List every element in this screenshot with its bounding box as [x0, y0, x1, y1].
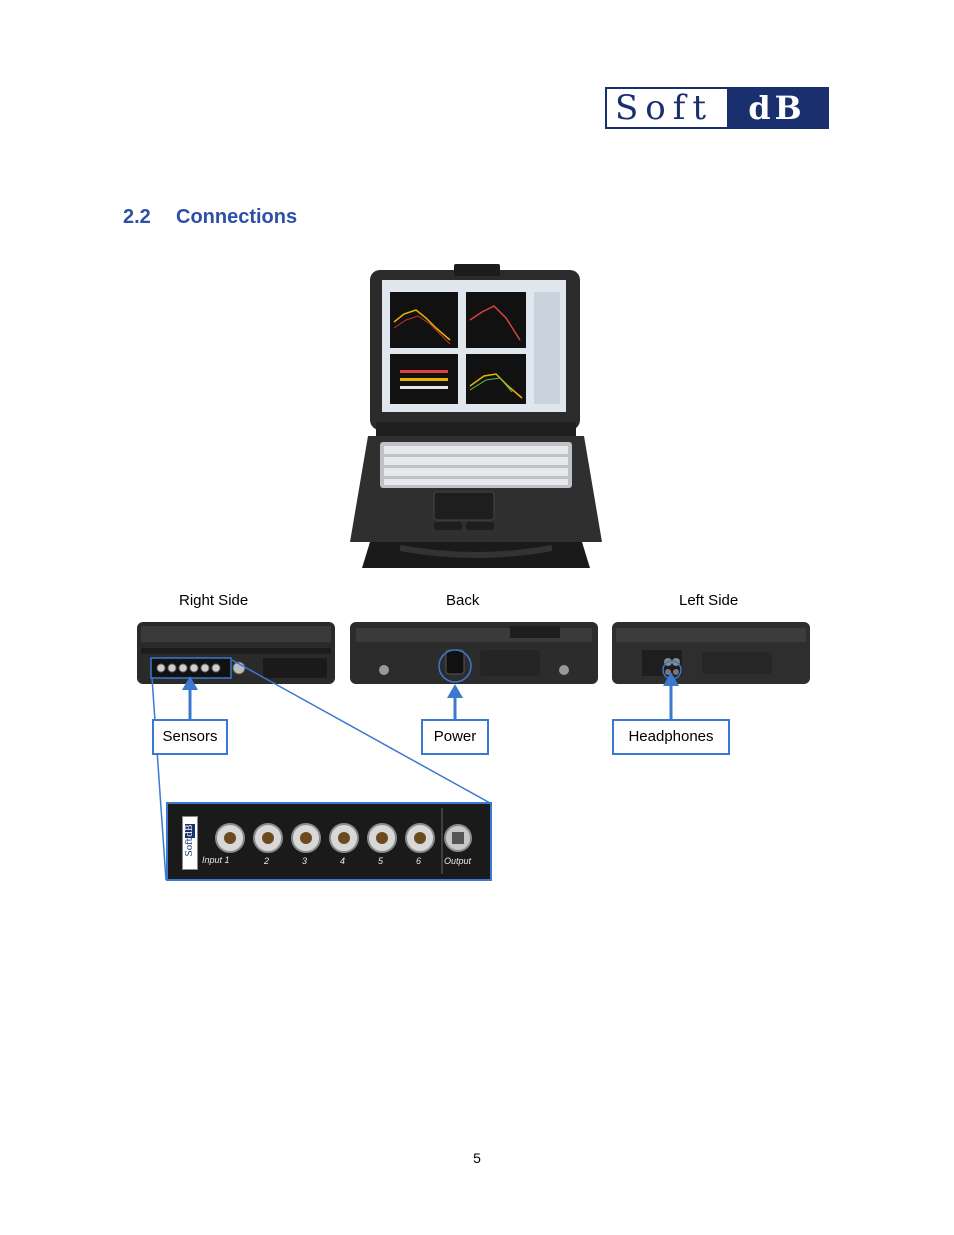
section-heading: 2.2 Connections — [123, 206, 297, 229]
panel-brand-badge: SoftdB — [182, 816, 198, 870]
logo-db-text: dB — [727, 89, 827, 127]
softdb-logo: Soft dB — [605, 87, 829, 129]
left-side-view — [612, 622, 810, 684]
input-2-label: 2 — [264, 856, 270, 866]
input-3-label: 3 — [302, 856, 308, 866]
power-callout: Power — [421, 719, 489, 755]
input-5-label: 5 — [378, 856, 384, 866]
input-label-text: Input — [202, 855, 223, 865]
input-4-label: 4 — [340, 856, 346, 866]
laptop-illustration — [350, 264, 602, 568]
right-side-view — [137, 622, 335, 684]
output-label: Output — [444, 856, 472, 866]
section-number: 2.2 — [123, 206, 151, 228]
bnc-connectors — [215, 808, 472, 874]
page-number: 5 — [473, 1150, 481, 1166]
sensor-panel-closeup: SoftdB Input 1 2 3 4 5 6 Output — [166, 802, 492, 881]
view-label-back: Back — [446, 592, 480, 609]
view-label-left-side: Left Side — [679, 592, 739, 609]
back-view — [350, 622, 598, 684]
section-title: Connections — [176, 206, 298, 228]
input-6-label: 6 — [416, 856, 422, 866]
input-1-label: 1 — [224, 855, 230, 865]
logo-soft-text: Soft — [615, 88, 714, 128]
view-label-right-side: Right Side — [179, 592, 249, 609]
panel-input-label: Input 1 — [202, 855, 230, 865]
headphones-callout: Headphones — [612, 719, 730, 755]
sensors-callout: Sensors — [152, 719, 228, 755]
